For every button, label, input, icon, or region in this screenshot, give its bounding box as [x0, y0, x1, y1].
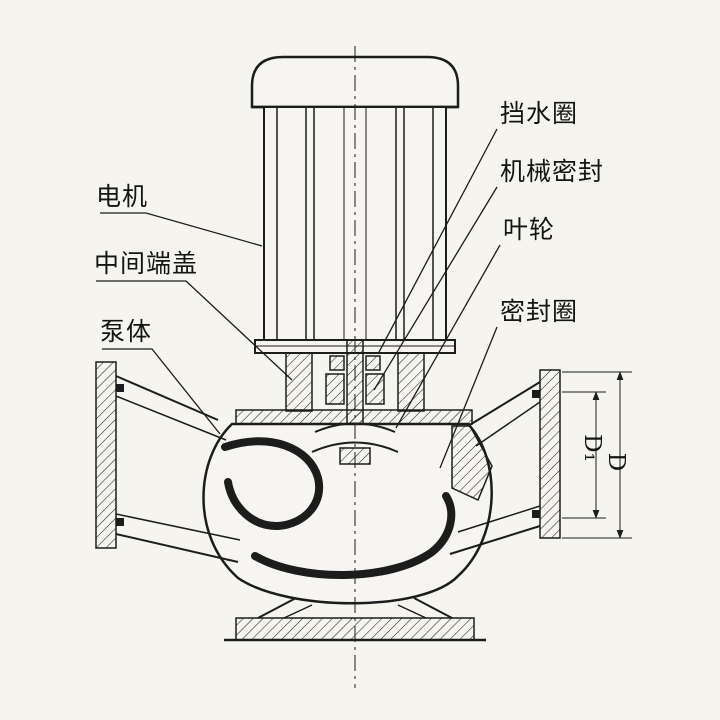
leader-impeller — [395, 244, 501, 429]
base-leg-left-outer — [257, 597, 297, 619]
suction-pipe-top-outer — [115, 375, 219, 421]
label-pump-body: 泵体 — [100, 318, 152, 346]
suction-pipe-top-inner — [115, 395, 227, 441]
leader-middle-cover — [96, 280, 293, 381]
leader-lines — [96, 128, 501, 469]
lower-casing-wall — [251, 492, 456, 579]
suction-pipe-bottom-outer — [115, 533, 239, 563]
base-leg-right-inner — [397, 604, 427, 619]
discharge-pipe-top-inner — [475, 401, 541, 447]
label-middle-cover: 中间端盖 — [94, 250, 198, 278]
pump-body-volute — [202, 422, 493, 605]
dim-label-d1: D₁ — [579, 434, 605, 462]
discharge-pipe-bottom-outer — [449, 525, 541, 555]
suction-flange-assembly — [95, 361, 241, 563]
discharge-bolt-top — [532, 390, 540, 398]
suction-bolt-top — [116, 384, 124, 392]
base-leg-right-outer — [413, 597, 453, 619]
discharge-bolt-bottom — [532, 510, 540, 518]
suction-pipe-bottom-inner — [115, 513, 241, 541]
discharge-flange-assembly — [449, 369, 561, 555]
water-slinger-right — [365, 355, 381, 371]
base-leg-left-inner — [283, 604, 313, 619]
mechanical-seal-left — [325, 373, 345, 405]
suction-flange — [95, 361, 117, 549]
suction-bolt-bottom — [116, 518, 124, 526]
dim-label-d: D — [603, 453, 629, 471]
impeller-back-shroud — [311, 441, 399, 453]
motor-rib-lines — [276, 107, 434, 340]
part-labels: 电机 中间端盖 泵体 挡水圈 机械密封 叶轮 密封圈 — [94, 100, 604, 346]
discharge-pipe-bottom-inner — [457, 505, 541, 533]
dimension-group: D₁ D — [562, 371, 632, 539]
label-motor: 电机 — [96, 183, 148, 211]
label-water-slinger: 挡水圈 — [500, 100, 578, 128]
bracket-left-column — [285, 352, 313, 412]
leader-water-slinger — [377, 128, 498, 355]
discharge-pipe-top-outer — [467, 381, 541, 427]
leader-pump-body — [102, 348, 221, 435]
leader-motor — [100, 212, 263, 247]
discharge-flange — [539, 369, 561, 539]
suction-bend-wall — [221, 437, 324, 531]
label-mechanical-seal: 机械密封 — [500, 158, 604, 186]
label-seal-ring: 密封圈 — [500, 298, 578, 326]
label-impeller: 叶轮 — [503, 216, 555, 244]
leader-mechanical-seal — [373, 186, 498, 391]
water-slinger-left — [329, 355, 345, 371]
leader-seal-ring — [439, 326, 498, 469]
volute-right-wall-section — [451, 425, 493, 502]
